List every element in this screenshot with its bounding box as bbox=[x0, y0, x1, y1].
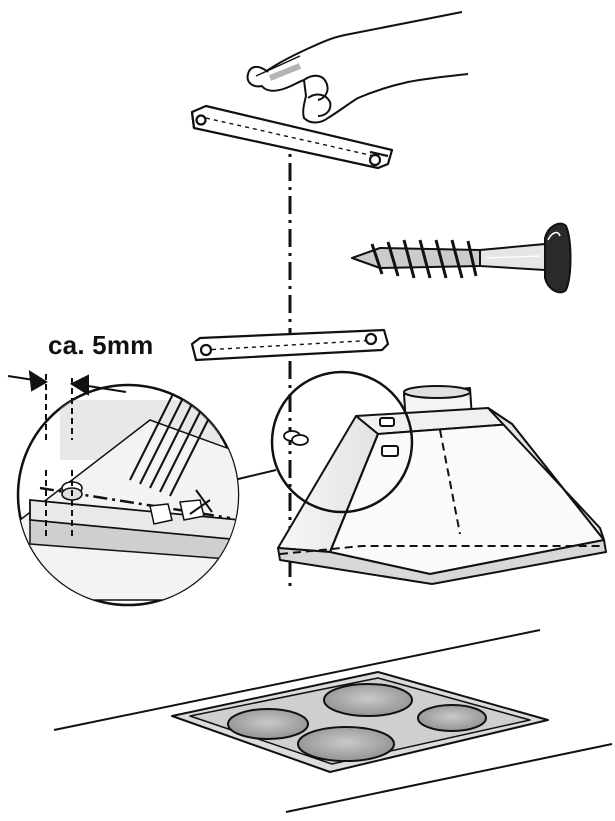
lower-mounting-bracket bbox=[190, 328, 390, 362]
screw-icon bbox=[351, 222, 572, 294]
burner-ring bbox=[297, 726, 395, 762]
worktop-lines bbox=[53, 629, 613, 813]
hand-icon bbox=[246, 11, 469, 124]
zoom-detail bbox=[16, 383, 240, 607]
bracket-hole bbox=[368, 153, 382, 167]
bracket-hole bbox=[195, 114, 207, 126]
dimension-arrows bbox=[7, 370, 127, 440]
bracket-hole bbox=[364, 332, 378, 346]
zoom-connector-line bbox=[233, 469, 277, 481]
upper-mounting-bracket bbox=[190, 104, 394, 170]
chimney-hood bbox=[277, 385, 607, 585]
bracket-hole bbox=[199, 343, 213, 357]
dimension-label-5mm: ca. 5mm bbox=[48, 330, 154, 360]
burner-ring bbox=[323, 683, 413, 717]
cooktop bbox=[171, 671, 549, 773]
hood-hook-detail bbox=[283, 430, 309, 446]
detail-highlight-circle bbox=[270, 370, 414, 514]
burner-ring bbox=[227, 708, 309, 740]
burner-ring bbox=[417, 704, 487, 732]
